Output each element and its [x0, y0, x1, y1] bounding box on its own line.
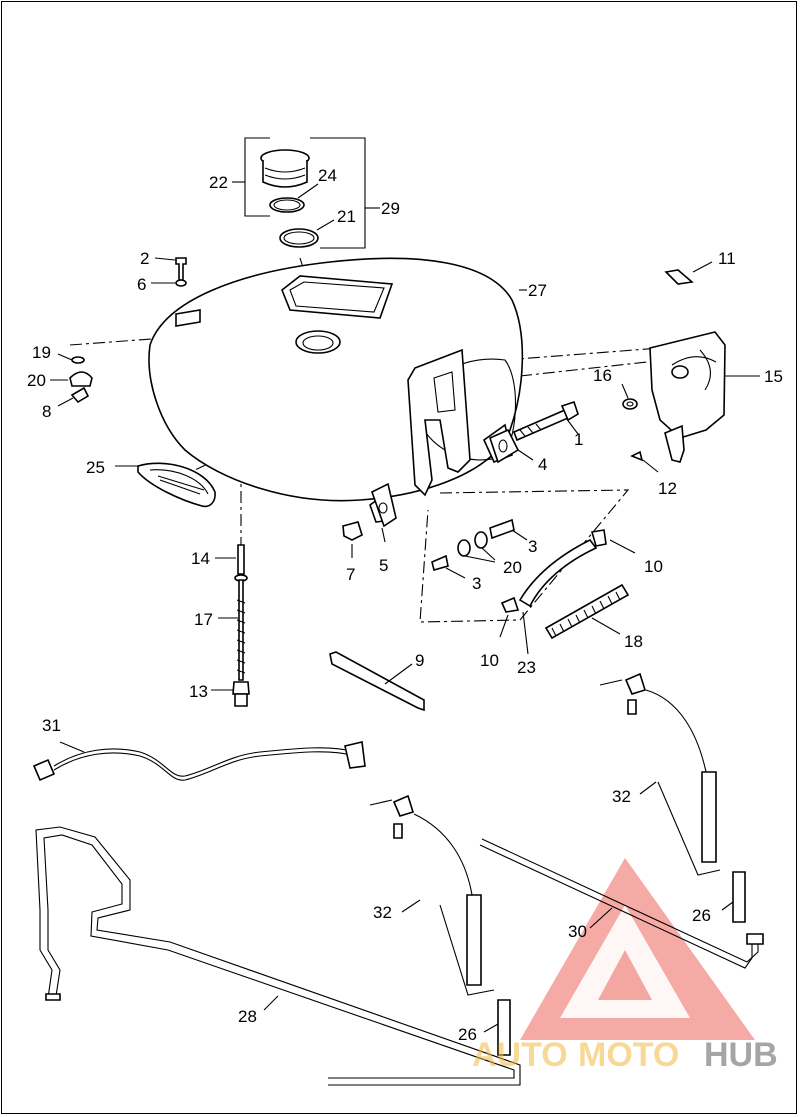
callout-19: 19: [32, 343, 51, 362]
tank-emblem: [115, 462, 216, 508]
vent-line: [479, 838, 764, 969]
hose-kit-center: [369, 794, 511, 1056]
watermark-text: AUTO MOTO HUB: [472, 1036, 778, 1074]
rear-mount-bracket: [621, 261, 760, 473]
callout-5: 5: [379, 556, 388, 575]
callout-13: 13: [189, 682, 208, 701]
callout-21: 21: [337, 207, 356, 226]
watermark-auto: AUTO: [472, 1036, 568, 1074]
watermark-moto: MOTO: [578, 1036, 679, 1074]
watermark-logo: [520, 858, 755, 1040]
callout-9: 9: [415, 651, 424, 670]
callout-3: 3: [528, 537, 537, 556]
callout-labels: 1 2 3 3 4 5 6 7 8 9 10 10 11 12 13 14 15…: [27, 166, 783, 1044]
callout-7: 7: [346, 565, 355, 584]
callout-20: 20: [503, 558, 522, 577]
callout-15: 15: [764, 367, 783, 386]
callout-23: 23: [517, 658, 536, 677]
callout-14: 14: [191, 549, 210, 568]
front-mount-hardware: [342, 400, 579, 579]
callout-29: 29: [381, 199, 400, 218]
callout-20: 20: [27, 371, 46, 390]
callout-3: 3: [472, 574, 481, 593]
callout-26: 26: [458, 1025, 477, 1044]
hose-kit-right: [599, 672, 746, 923]
removal-tool: [329, 651, 425, 712]
fuel-cap-assembly: [232, 137, 380, 249]
callout-10: 10: [644, 557, 663, 576]
callout-27: 27: [528, 281, 547, 300]
fuel-line: [35, 826, 521, 1086]
fuel-level-sender: [211, 544, 250, 707]
watermark-hub: HUB: [704, 1036, 778, 1074]
callout-8: 8: [42, 402, 51, 421]
vent-hose-parts: [499, 529, 636, 655]
callout-31: 31: [42, 716, 61, 735]
callout-10: 10: [480, 651, 499, 670]
callout-11: 11: [718, 249, 736, 268]
callout-28: 28: [238, 1007, 257, 1026]
callout-22: 22: [209, 173, 228, 192]
callout-32: 32: [612, 787, 631, 806]
callout-6: 6: [137, 275, 146, 294]
callout-12: 12: [658, 479, 677, 498]
callout-16: 16: [593, 366, 612, 385]
callout-30: 30: [568, 922, 587, 941]
callout-25: 25: [86, 458, 105, 477]
callout-2: 2: [140, 249, 149, 268]
callout-4: 4: [538, 455, 547, 474]
callout-24: 24: [318, 166, 337, 185]
callout-32: 32: [373, 903, 392, 922]
callout-26: 26: [692, 906, 711, 925]
wire-harness: [32, 741, 366, 782]
fastener-parts-left: [50, 257, 187, 407]
callout-1: 1: [574, 430, 583, 449]
fuel-tank: [148, 257, 527, 523]
callout-17: 17: [194, 610, 213, 629]
callout-18: 18: [624, 632, 643, 651]
